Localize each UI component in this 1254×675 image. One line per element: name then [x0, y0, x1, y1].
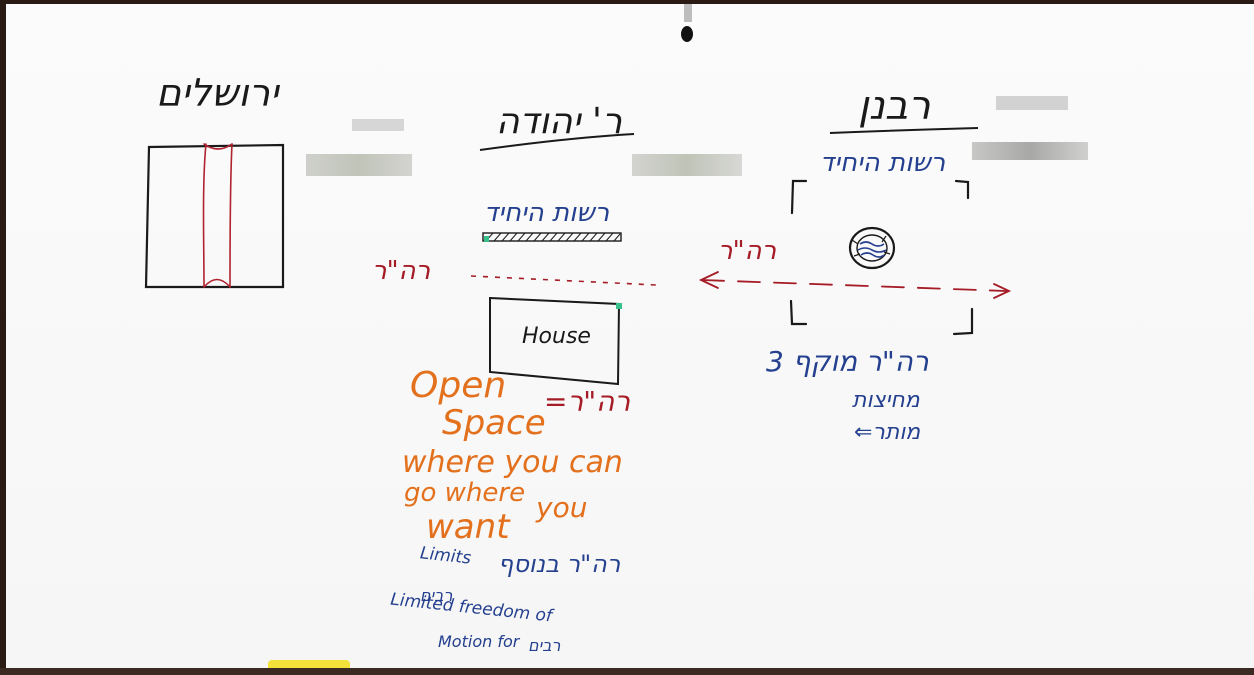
redacted-patch [352, 119, 404, 131]
orange-line-space: Space [442, 403, 546, 443]
orange-line-want: want [426, 507, 510, 547]
limited-hebrew2: רבים [528, 636, 561, 655]
house-box [489, 296, 621, 386]
redacted-patch [632, 154, 742, 176]
redacted-patch [972, 142, 1088, 160]
right-note-line1: רה"ר מוקף 3 [766, 345, 929, 378]
wall-label: רשות היחיד [484, 198, 610, 228]
marker-clip-icon [674, 4, 704, 52]
orange-line-open: Open [410, 365, 507, 406]
limits-hebrew: רה"ר בנוסף [498, 550, 621, 578]
jerusalem-map [144, 143, 285, 289]
well-icon [846, 224, 898, 272]
courtyard-brackets [789, 179, 974, 336]
orange-line-go-where: go where [404, 478, 526, 508]
house-label: House [522, 324, 591, 349]
path-label-left: רה"ר [372, 256, 431, 286]
rabbanan-title: רבנן [858, 83, 931, 129]
path-label-right: רה"ר [718, 236, 777, 266]
right-note-line2: מחיצות [852, 388, 920, 413]
redacted-patch [306, 154, 412, 176]
dashed-arrow [698, 271, 1012, 299]
redacted-patch [996, 96, 1068, 110]
ink-drawings [144, 127, 1012, 386]
whiteboard: ירושלים ר' יהודה רשות היחיד רה"ר House O… [6, 4, 1254, 670]
jerusalem-title: ירושלים [156, 71, 279, 115]
limited-hebrew: רבים [420, 586, 453, 605]
orange-line-you: you [536, 491, 588, 524]
wall-hatch [482, 232, 622, 242]
rabbanan-subtitle: רשות היחיד [820, 148, 946, 178]
r-yehuda-title: ר' יהודה [496, 101, 623, 142]
limited-line2: Motion for [438, 632, 520, 651]
equals-label: =רה"ר [544, 385, 631, 418]
dotted-path [470, 275, 657, 286]
eraser-icon [268, 660, 350, 670]
board-frame [0, 668, 1254, 675]
orange-line-where: where you can [402, 445, 623, 480]
title-underline [479, 133, 635, 151]
right-note-line3: ⇐מותר [854, 420, 921, 445]
